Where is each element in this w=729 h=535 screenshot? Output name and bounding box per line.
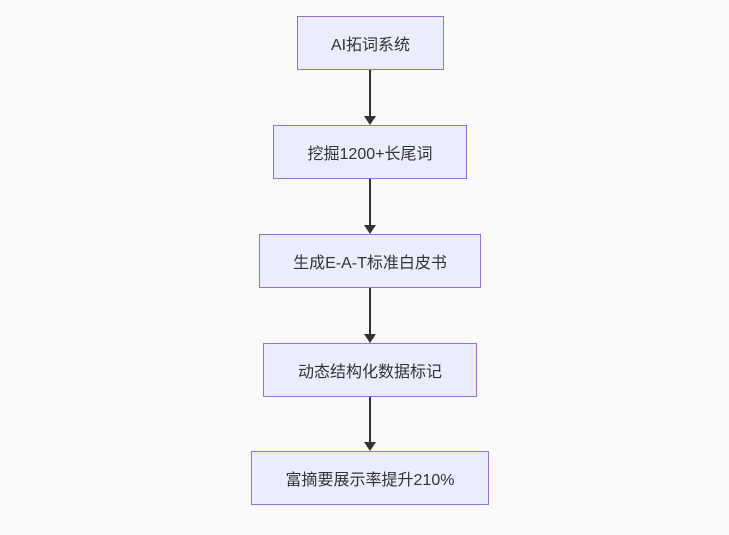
arrow-line — [369, 288, 371, 334]
arrow-down-icon — [363, 397, 377, 451]
arrow-down-icon — [363, 179, 377, 234]
flow-node-longtail-mining: 挖掘1200+长尾词 — [273, 125, 467, 179]
flow-node-ai-word-expansion: AI拓词系统 — [297, 16, 444, 70]
flow-node-structured-data: 动态结构化数据标记 — [263, 343, 477, 397]
arrow-line — [369, 397, 371, 442]
flow-node-eat-whitepaper: 生成E-A-T标准白皮书 — [259, 234, 481, 288]
flow-node-label: 生成E-A-T标准白皮书 — [293, 255, 447, 272]
flow-node-label: 富摘要展示率提升210% — [285, 472, 455, 489]
arrow-head-icon — [364, 225, 376, 234]
arrow-line — [369, 70, 371, 116]
arrow-line — [369, 179, 371, 225]
arrow-head-icon — [364, 116, 376, 125]
flow-node-label: AI拓词系统 — [330, 37, 411, 54]
flow-node-label: 动态结构化数据标记 — [297, 364, 442, 381]
arrow-down-icon — [363, 70, 377, 125]
flow-node-label: 挖掘1200+长尾词 — [307, 146, 433, 163]
arrow-head-icon — [364, 442, 376, 451]
arrow-head-icon — [364, 334, 376, 343]
flow-node-rich-snippet-rate: 富摘要展示率提升210% — [251, 451, 489, 505]
arrow-down-icon — [363, 288, 377, 343]
